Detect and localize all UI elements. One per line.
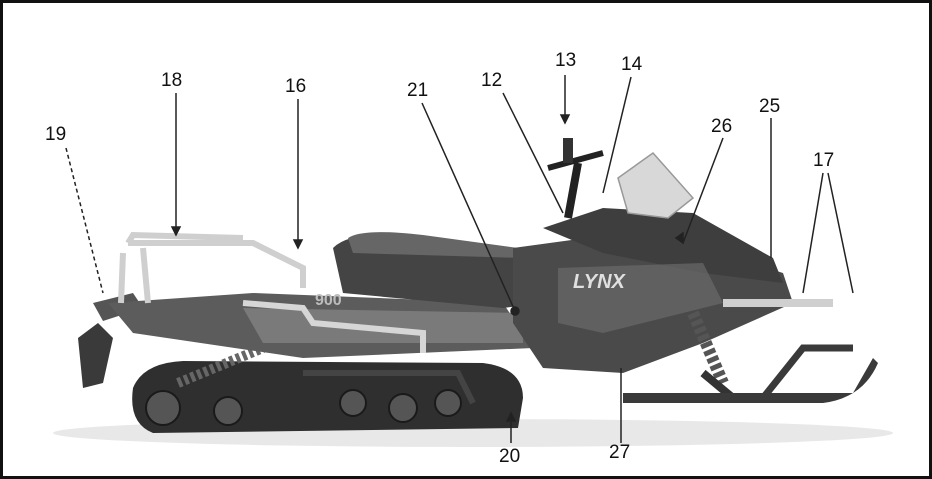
callout-27: 27 [609, 443, 630, 462]
windshield [618, 153, 693, 218]
ski [623, 358, 878, 403]
callout-20: 20 [499, 447, 520, 466]
rear-snowflap [78, 323, 113, 388]
mirror [563, 138, 573, 163]
ski-loop [763, 348, 853, 398]
callout-21: 21 [407, 81, 428, 100]
brand-decal: LYNX [573, 271, 627, 293]
callout-16: 16 [285, 77, 306, 96]
callout-17: 17 [813, 151, 834, 170]
tunnel-graphic [243, 308, 523, 343]
callout-19: 19 [45, 125, 66, 144]
callout-25: 25 [759, 97, 780, 116]
model-decal: 900 [315, 292, 342, 309]
callout-18: 18 [161, 71, 182, 90]
handlebar-post [568, 163, 578, 218]
callout-14: 14 [621, 55, 642, 74]
snowmobile-illustration: LYNX 900 [3, 3, 929, 476]
callout-13: 13 [555, 51, 576, 70]
callout-12: 12 [481, 71, 502, 90]
rear-rack [121, 235, 303, 303]
callout-26: 26 [711, 117, 732, 136]
